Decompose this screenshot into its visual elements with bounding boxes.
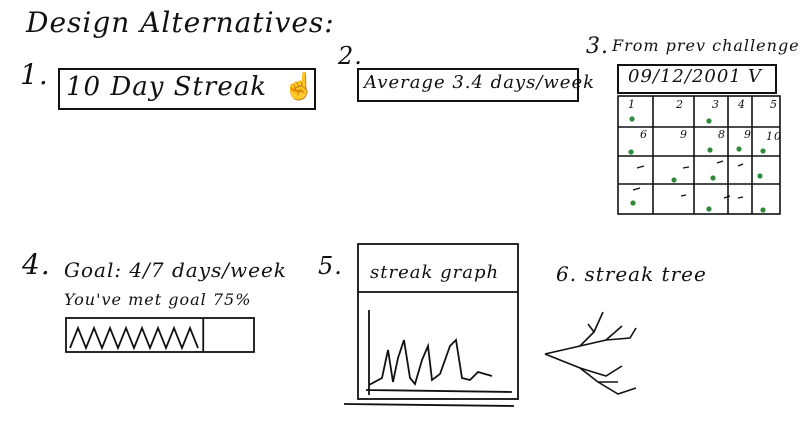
calendar-day: 1 [628, 98, 636, 111]
alt3-calendar-grid [617, 95, 781, 215]
calendar-day: 4 [738, 98, 746, 111]
alt4-progress-bar [65, 317, 255, 353]
calendar-day: 3 [712, 98, 720, 111]
alt3-date-select[interactable] [617, 64, 777, 94]
calendar-day: 10 [766, 130, 782, 143]
alt5-graph-title: streak graph [370, 262, 500, 283]
alt5-number: 5. [318, 252, 343, 280]
alt4-number: 4. [22, 248, 51, 281]
calendar-day: 6 [640, 128, 648, 141]
alt2-average-box [357, 68, 579, 102]
alt3-date-value: 09/12/2001 [628, 66, 742, 87]
alt6-streak-tree [544, 311, 637, 395]
alt4-met-text: You've met goal 75% [64, 290, 252, 309]
calendar-day: 2 [676, 98, 684, 111]
alt6-number: 6. [556, 262, 578, 286]
calendar-day: 9 [744, 128, 752, 141]
hand-pointer-icon: ☝ [283, 72, 317, 102]
alt1-streak-label: 10 Day Streak [66, 72, 267, 102]
alt3-number: 3. [586, 34, 609, 59]
calendar-day: 5 [770, 98, 778, 111]
alt1-streak-box [58, 68, 316, 110]
alt6-label: 6. streak tree [556, 262, 707, 286]
page-title: Design Alternatives: [26, 6, 335, 39]
chevron-down-icon[interactable]: V [748, 66, 762, 87]
alt1-number: 1. [20, 58, 49, 91]
alt2-number: 2. [338, 42, 363, 70]
alt3-calendar-markers [628, 116, 766, 213]
alt6-label-text: streak tree [584, 262, 707, 286]
alt3-label: From prev challenge [612, 36, 800, 55]
alt5-streak-graph [343, 243, 519, 407]
calendar-day: 8 [718, 128, 726, 141]
alt2-average-label: Average 3.4 days/week [364, 72, 596, 93]
calendar-day: 9 [680, 128, 688, 141]
alt4-goal-text: Goal: 4/7 days/week [64, 258, 287, 282]
